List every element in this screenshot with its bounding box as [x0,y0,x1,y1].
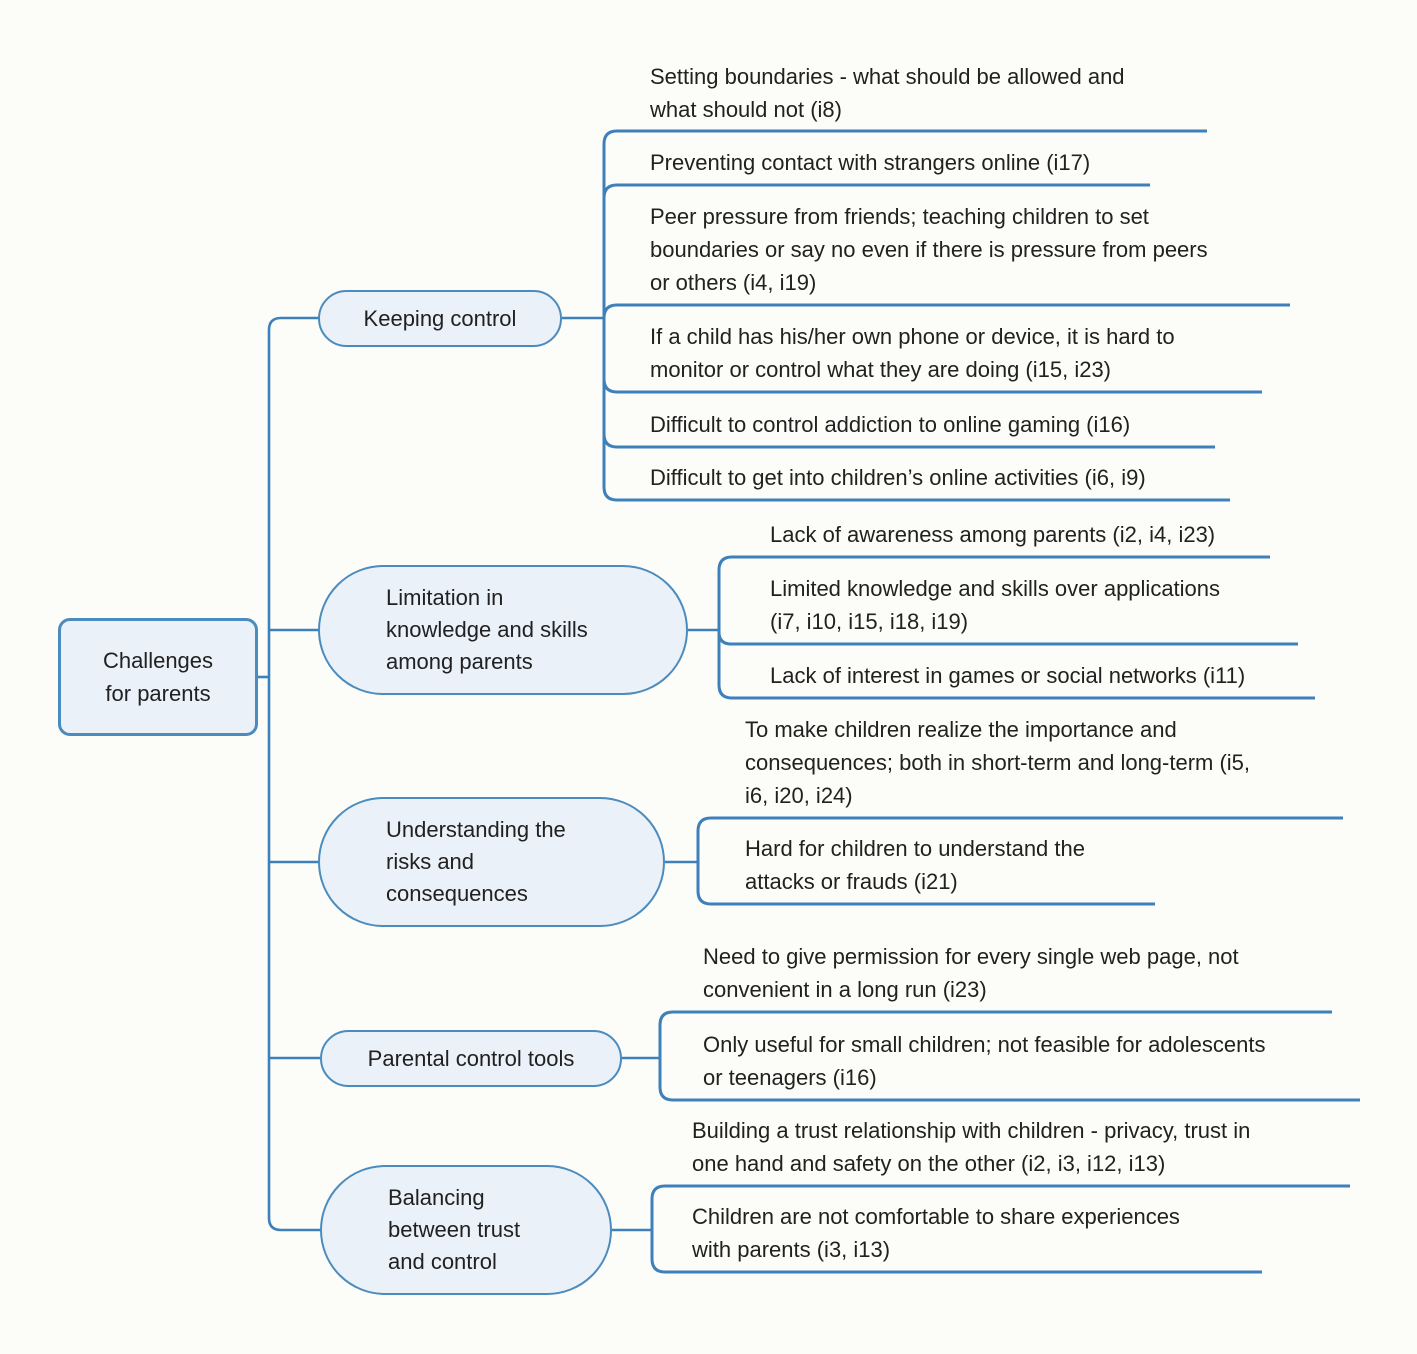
root-topic[interactable]: Challenges for parents [58,618,258,736]
branch4-leaf1-line [658,1010,1332,1058]
branch1-leaf2-line [602,183,1150,318]
leaf-realize-importance[interactable]: To make children realize the importance … [745,717,1251,808]
leaf-permission-web-pages[interactable]: Need to give permission for every single… [703,944,1239,1002]
branch4-leaf2-line [658,1058,1360,1102]
topic-understanding-risks[interactable]: Understanding the risks and consequences [318,797,665,927]
trunk-connector [267,316,320,1232]
leaf-only-small-children[interactable]: Only useful for small children; not feas… [703,1032,1266,1090]
leaf-lack-awareness[interactable]: Lack of awareness among parents (i2, i4,… [770,522,1216,547]
leaf-understand-attacks[interactable]: Hard for children to understand the atta… [745,836,1085,894]
leaf-gaming-addiction[interactable]: Difficult to control addiction to online… [650,412,1131,437]
leaf-peer-pressure[interactable]: Peer pressure from friends; teaching chi… [650,204,1208,295]
branch5-leaf1-line [650,1184,1350,1230]
topic-balancing-trust-control[interactable]: Balancing between trust and control [320,1165,612,1295]
branch5-leaf2-line [650,1230,1262,1274]
leaf-own-phone-device[interactable]: If a child has his/her own phone or devi… [650,324,1175,382]
branch3-leaf2-line [696,862,1155,906]
leaf-online-activities[interactable]: Difficult to get into children’s online … [650,465,1146,490]
branch3-leaf1-line [696,816,1343,862]
branch2-leaf3-line [717,630,1315,700]
branch2-leaf1-line [717,555,1270,630]
branch1-leaf6-line [602,318,1230,502]
leaf-setting-boundaries[interactable]: Setting boundaries - what should be allo… [650,64,1125,122]
topic-parental-control-tools[interactable]: Parental control tools [320,1030,622,1087]
branch1-leaf3-line [602,303,1290,319]
leaf-lack-interest[interactable]: Lack of interest in games or social netw… [770,663,1246,688]
topic-limitation-knowledge[interactable]: Limitation in knowledge and skills among… [318,565,688,695]
leaf-building-trust[interactable]: Building a trust relationship with child… [692,1118,1251,1176]
branch1-leaf1-line [602,129,1207,318]
leaf-limited-knowledge[interactable]: Limited knowledge and skills over applic… [770,576,1221,634]
leaf-preventing-strangers[interactable]: Preventing contact with strangers online… [650,150,1091,175]
leaf-not-comfortable-share[interactable]: Children are not comfortable to share ex… [692,1204,1180,1262]
topic-keeping-control[interactable]: Keeping control [318,290,562,347]
